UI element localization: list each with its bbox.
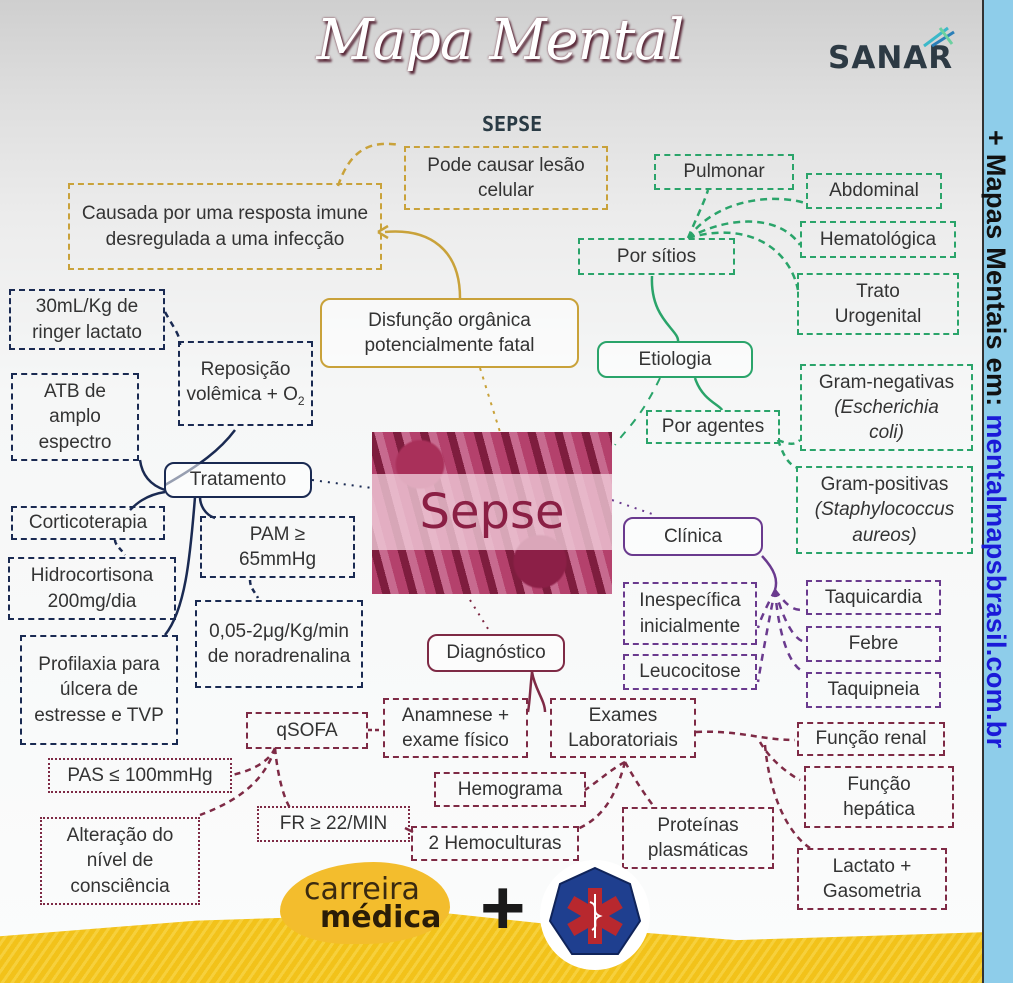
agent-example: (Staphylococcus aureos) [814, 499, 955, 546]
hydro-node: Hidrocortisona 200mg/dia [8, 557, 176, 620]
logo-line2: médica [320, 900, 442, 935]
lab-hepatica: Função hepática [804, 766, 954, 828]
diagnosis-node: Diagnóstico [427, 634, 565, 672]
agent-name: Gram-positivas [820, 474, 949, 496]
qsofa-pas: PAS ≤ 100mmHg [48, 758, 232, 793]
lab-lactato: Lactato + Gasometria [797, 848, 947, 910]
site-hematologica: Hematológica [800, 221, 956, 258]
agent-name: Gram-negativas [818, 371, 955, 393]
atb-node: ATB de amplo espectro [11, 373, 139, 461]
clinical-nonspecific: Inespecífica inicialmente [623, 582, 757, 645]
cause-node: Causada por uma resposta imune desregula… [68, 183, 382, 270]
by-agents-node: Por agentes [646, 410, 780, 444]
prophylaxis-node: Profilaxia para úlcera de estresse e TVP [20, 635, 178, 745]
central-topic-band: Sepse [372, 474, 612, 550]
qsofa-node: qSOFA [246, 712, 368, 749]
noradrenaline-node: 0,05-2μg/Kg/min de noradrenalina [195, 600, 363, 688]
pam-node: PAM ≥ 65mmHg [200, 516, 355, 578]
labs-node: Exames Laboratoriais [550, 698, 696, 758]
cortico-node: Corticoterapia [11, 506, 165, 540]
agent-gram-positive: Gram-positivas (Staphylococcus aureos) [796, 466, 973, 554]
lab-hemograma: Hemograma [434, 772, 586, 807]
plus-icon: + [480, 863, 526, 951]
definition-node: Disfunção orgânica potencialmente fatal [320, 298, 579, 368]
clinical-leukocytosis: Leucocitose [623, 654, 757, 690]
clinical-tachypnea: Taquipneia [806, 672, 941, 708]
sanar-logo: SANAR [828, 40, 954, 76]
sidebar-prefix: + Mapas Mentais em: [981, 130, 1011, 415]
lab-renal: Função renal [797, 722, 945, 756]
central-topic-label: Sepse [419, 484, 565, 540]
logo-line1: carreira [304, 872, 420, 907]
volume-node: Reposição volêmica + O2 [178, 341, 313, 426]
effect-node: Pode causar lesão celular [404, 146, 608, 210]
clinical-fever: Febre [806, 626, 941, 662]
agent-example: (Escherichia coli) [834, 396, 939, 444]
carreira-medica-logo: carreira médica [280, 862, 450, 944]
league-badge [540, 860, 650, 970]
treatment-node: Tratamento [164, 462, 312, 498]
anamnesis-node: Anamnese + exame físico [383, 698, 528, 758]
lab-proteinas: Proteínas plasmáticas [622, 807, 774, 869]
site-abdominal: Abdominal [806, 173, 942, 209]
etiology-node: Etiologia [597, 341, 753, 378]
by-sites-node: Por sítios [578, 238, 735, 275]
sidebar-url-link[interactable]: mentalmapsbrasil.com.br [981, 414, 1011, 749]
clinical-node: Clínica [623, 517, 763, 556]
qsofa-fr: FR ≥ 22/MIN [257, 806, 410, 842]
star-of-life-icon [548, 866, 642, 955]
agent-gram-negative: Gram-negativas (Escherichia coli) [800, 364, 973, 451]
fluids-node: 30mL/Kg de ringer lactato [9, 289, 165, 350]
page-title: Mapa Mental [316, 8, 684, 73]
mind-map-canvas: Mapa Mental SANAR SEPSE [0, 0, 983, 983]
site-pulmonar: Pulmonar [654, 154, 794, 190]
qsofa-consciousness: Alteração do nível de consciência [40, 817, 200, 905]
site-urogenital: Trato Urogenital [797, 273, 959, 335]
sidebar-text: + Mapas Mentais em: mentalmapsbrasil.com… [980, 130, 1011, 748]
clinical-tachycardia: Taquicardia [806, 580, 941, 615]
map-subtitle: SEPSE [482, 112, 543, 136]
lab-hemoculturas: 2 Hemoculturas [411, 826, 579, 861]
volume-text: Reposição volêmica + O2 [186, 358, 305, 409]
sidebar-banner: + Mapas Mentais em: mentalmapsbrasil.com… [980, 0, 1013, 983]
central-topic-image: Sepse [372, 432, 612, 594]
sanar-logo-icon [923, 26, 955, 48]
